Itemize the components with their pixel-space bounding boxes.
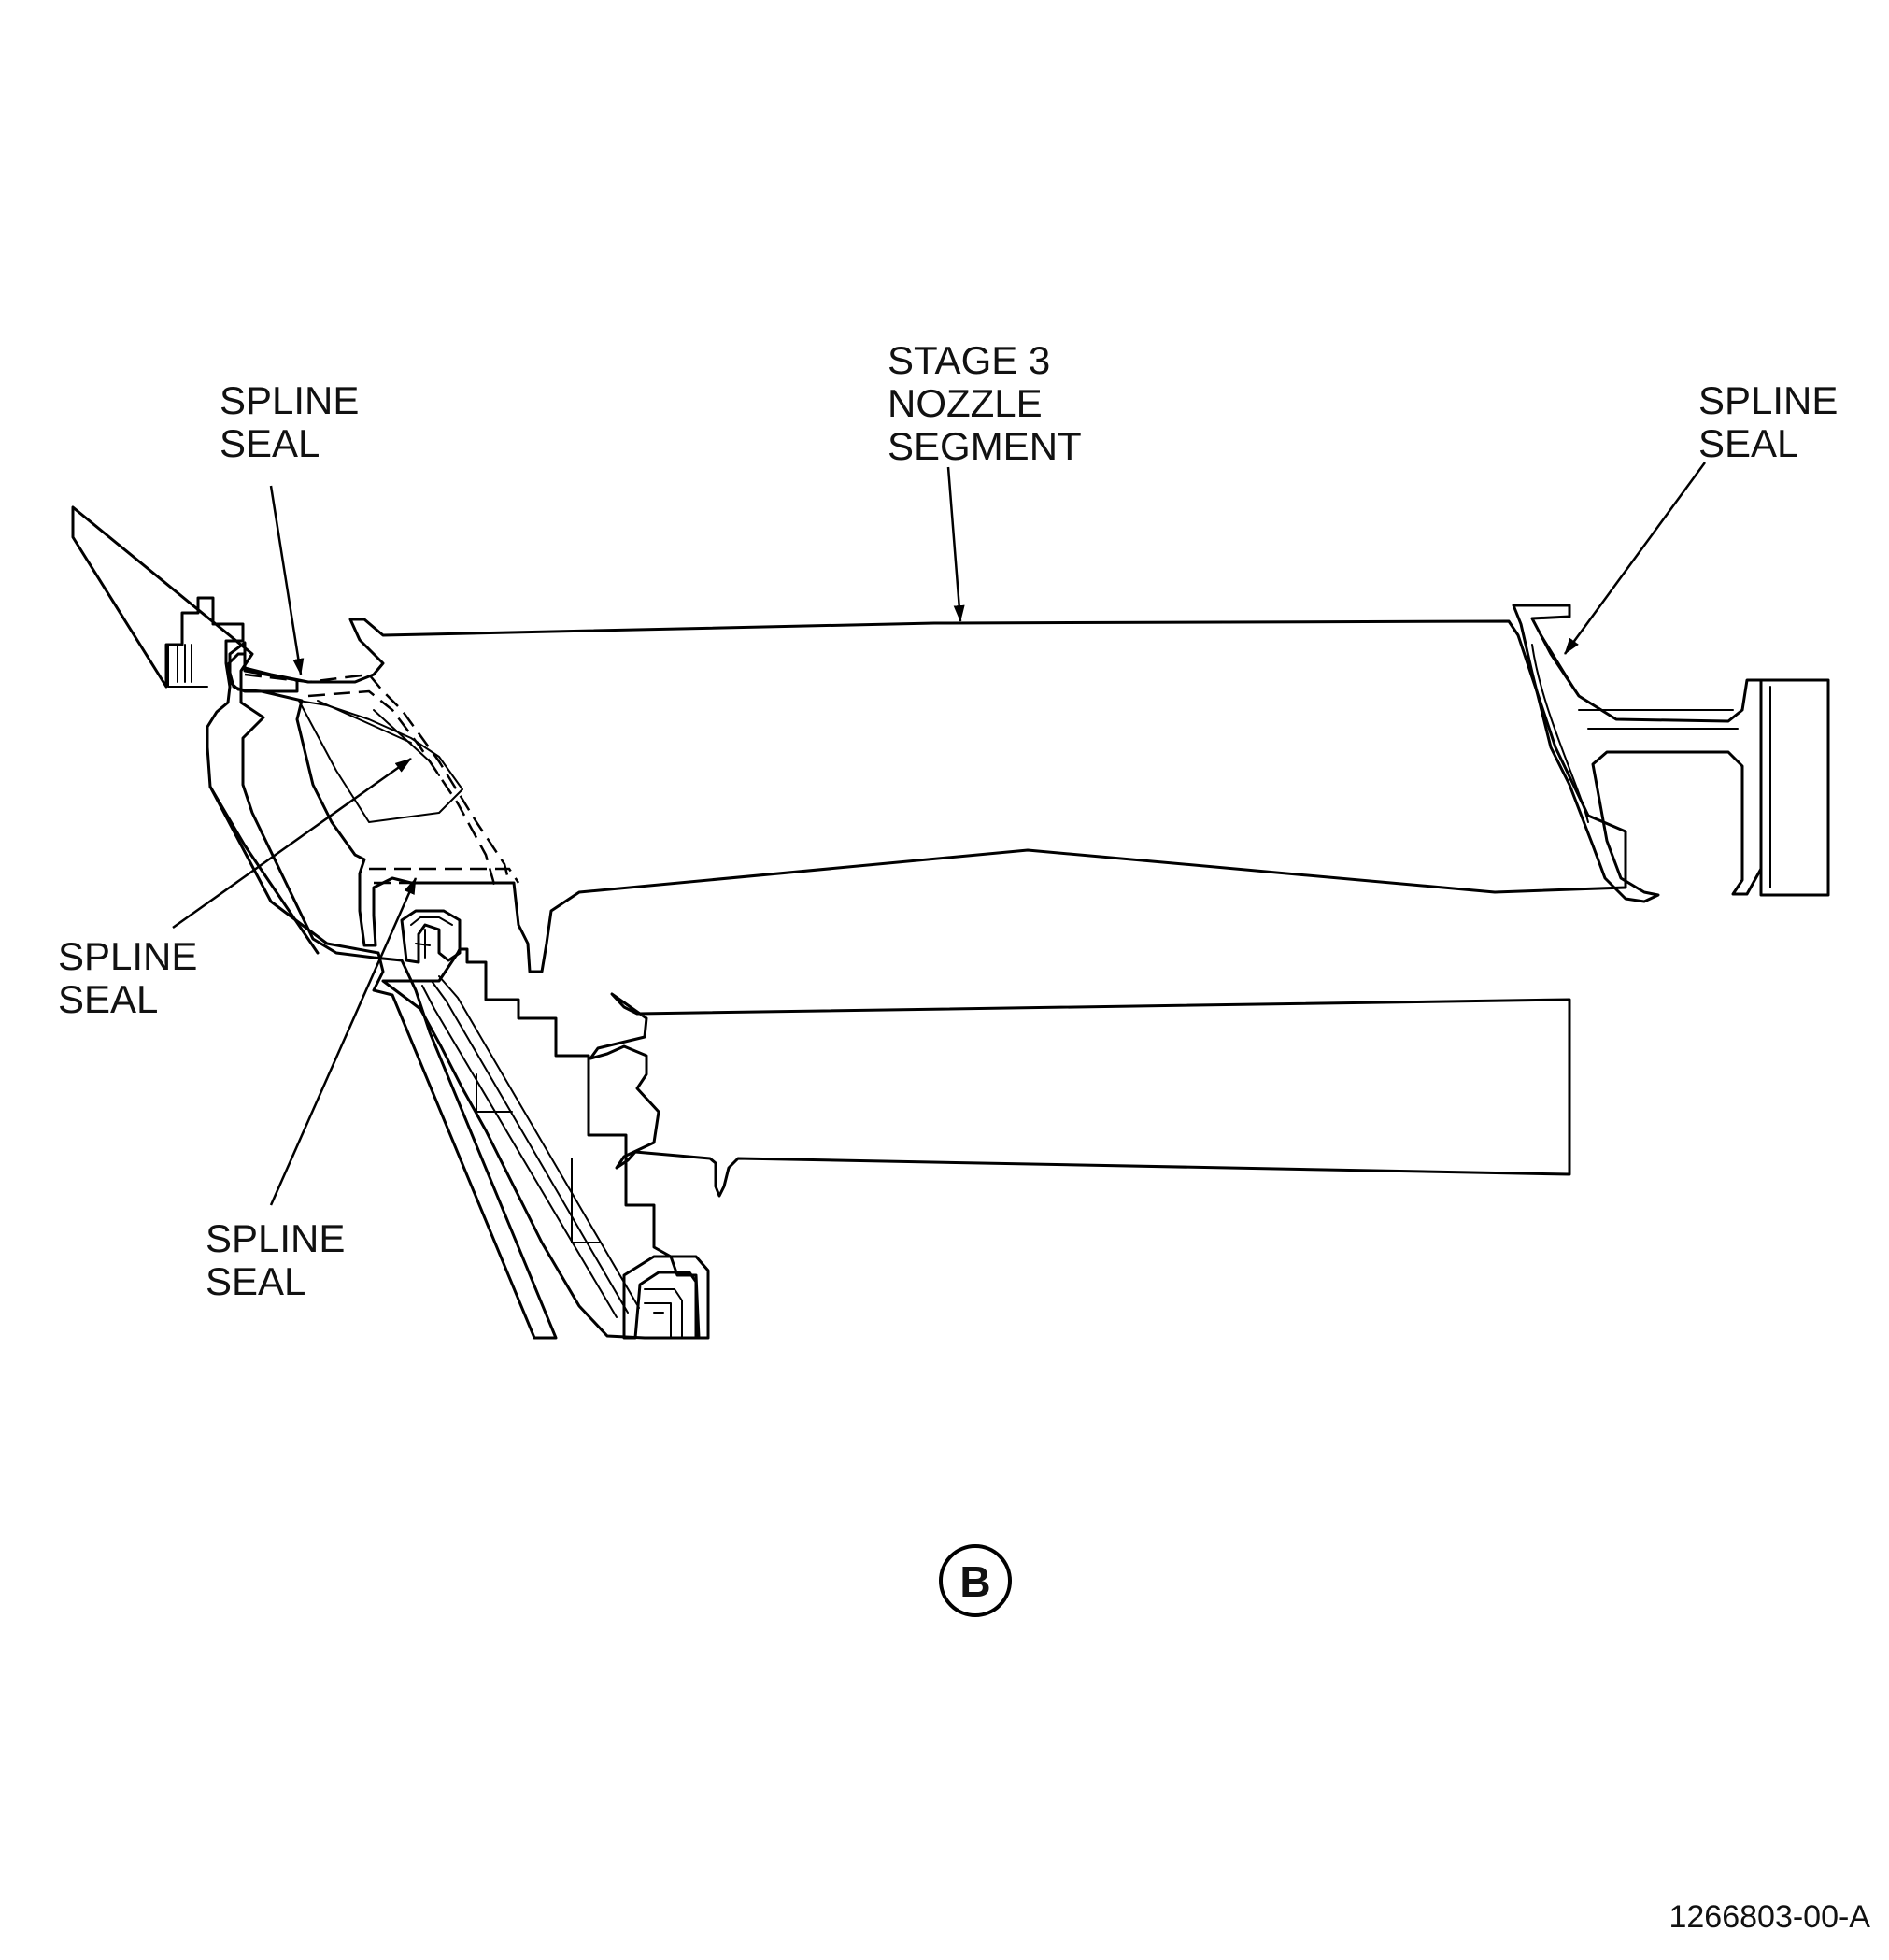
callout-spline-seal-lower-left: SPLINE SEAL bbox=[206, 1216, 345, 1303]
callout-spline-middle-left-line-1: SPLINE bbox=[58, 934, 197, 978]
nozzle-airfoil-curve bbox=[1531, 644, 1589, 823]
inner-band bbox=[589, 992, 1571, 1198]
lower-support-structure bbox=[381, 947, 701, 1340]
callout-spline-middle-left-line-2: SEAL bbox=[58, 977, 158, 1021]
callout-spline-lower-left-line-2: SEAL bbox=[206, 1259, 305, 1303]
view-label-circle bbox=[939, 1544, 1012, 1617]
spline-seal-top-dashed bbox=[244, 673, 511, 884]
leader-spline-seal-lower-left bbox=[269, 877, 418, 1206]
callout-spline-lower-left-line-1: SPLINE bbox=[206, 1216, 345, 1260]
callout-nozzle-line-1: STAGE 3 bbox=[888, 338, 1050, 382]
leader-lines bbox=[172, 462, 1707, 1206]
leader-nozzle-segment bbox=[946, 466, 965, 622]
callout-nozzle-segment: STAGE 3 NOZZLE SEGMENT bbox=[888, 338, 1082, 468]
hook-seal-body bbox=[400, 909, 462, 964]
view-label-letter: B bbox=[959, 1557, 990, 1606]
nozzle-rail-detail bbox=[1541, 634, 1739, 730]
callout-spline-upper-right-line-2: SEAL bbox=[1698, 421, 1798, 465]
callout-spline-seal-upper-left: SPLINE SEAL bbox=[220, 378, 359, 465]
support-inner-step-1 bbox=[476, 1073, 513, 1113]
leader-spline-seal-upper-right bbox=[1563, 462, 1707, 655]
bracket-outer bbox=[622, 1255, 710, 1340]
lower-bracket bbox=[622, 1255, 710, 1340]
nozzle-right-block bbox=[1759, 678, 1830, 897]
nozzle-left-cavity bbox=[298, 700, 463, 823]
callout-nozzle-line-2: NOZZLE bbox=[888, 381, 1043, 425]
callout-nozzle-line-3: SEGMENT bbox=[888, 424, 1082, 468]
bracket-inner bbox=[644, 1288, 683, 1339]
leader-spline-seal-upper-left bbox=[269, 485, 305, 675]
spline-seal-inner-dashed bbox=[307, 689, 497, 888]
casing-wall bbox=[71, 505, 558, 1340]
support-seal-channel bbox=[421, 975, 640, 1318]
leader-spline-seal-middle-left bbox=[172, 757, 412, 930]
stepped-support bbox=[381, 947, 701, 1340]
casing-flange-slot bbox=[177, 644, 192, 683]
view-label: B bbox=[939, 1544, 1012, 1617]
callout-spline-upper-right-line-1: SPLINE bbox=[1698, 378, 1838, 422]
spline-seal-bottom-dashed bbox=[369, 867, 520, 885]
nozzle-body bbox=[227, 618, 1627, 973]
callout-spline-upper-left-line-1: SPLINE bbox=[220, 378, 359, 422]
figure-id: 1266803-00-A bbox=[1669, 1899, 1870, 1935]
outer-casing-structure bbox=[71, 505, 558, 1340]
casing-inner-line bbox=[208, 785, 320, 955]
inner-support-band bbox=[589, 992, 1571, 1198]
callout-spline-seal-middle-left: SPLINE SEAL bbox=[58, 934, 197, 1021]
nozzle-right-rail bbox=[1512, 604, 1763, 903]
callout-spline-upper-left-line-2: SEAL bbox=[220, 421, 320, 465]
nozzle-left-flange bbox=[228, 641, 299, 693]
stage-3-nozzle-segment bbox=[227, 604, 1830, 973]
casing-step bbox=[167, 644, 208, 688]
callout-spline-seal-upper-right: SPLINE SEAL bbox=[1698, 378, 1838, 465]
hook-seal-inner bbox=[410, 916, 453, 959]
inner-hook-seal bbox=[400, 909, 462, 964]
